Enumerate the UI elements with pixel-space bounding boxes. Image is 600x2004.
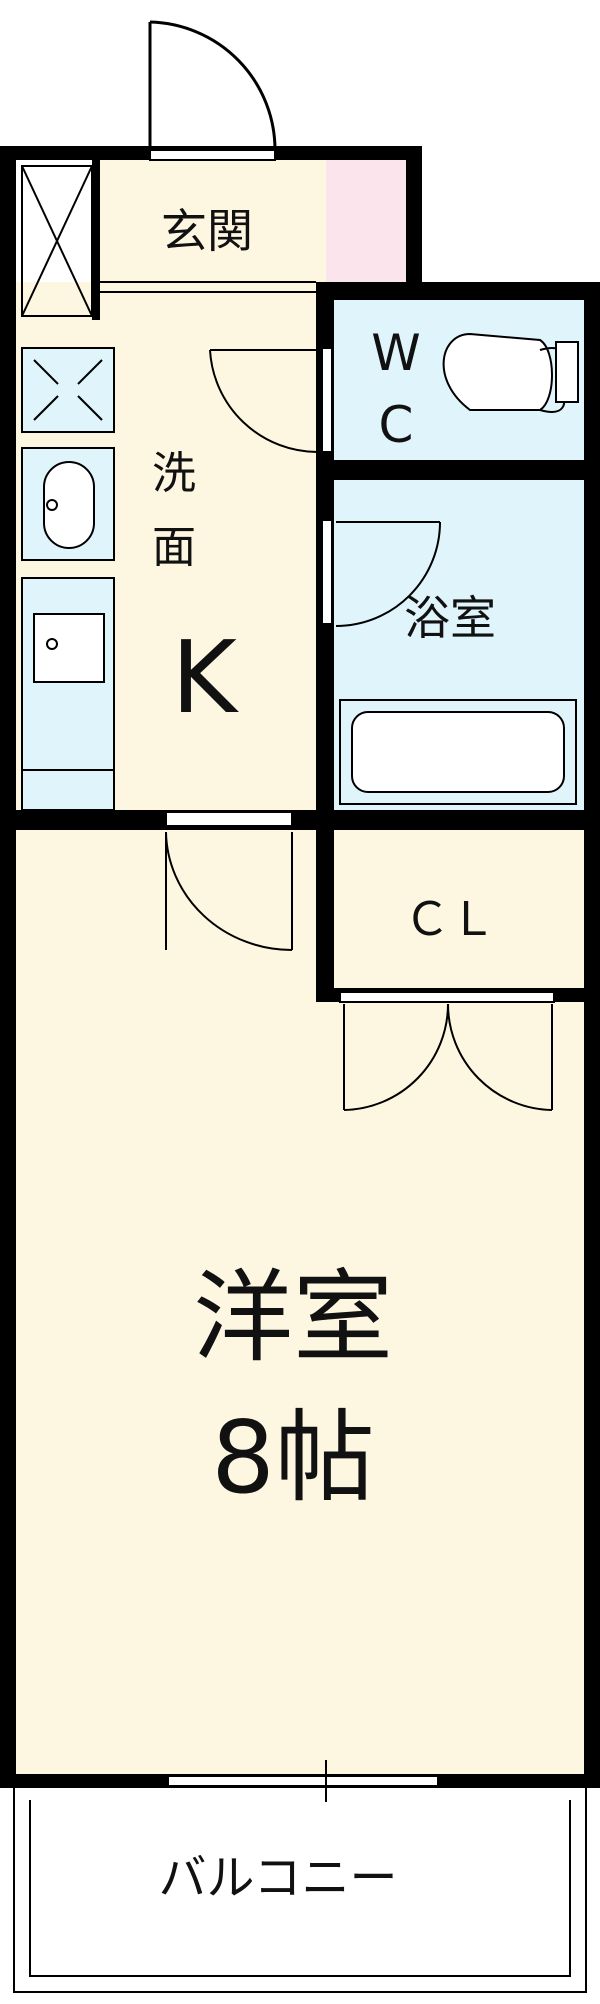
bathtub-inner-icon — [351, 711, 565, 793]
western-room-label: 洋室 — [193, 1259, 393, 1376]
wc-door — [209, 347, 333, 454]
washroom-label-1: 洗 — [152, 448, 196, 499]
kitchen-sink-drain-icon — [46, 638, 58, 650]
balcony-window — [167, 1760, 439, 1802]
balcony — [13, 1788, 587, 1993]
wc-label-w: W — [371, 324, 420, 382]
cabinet-right-wall — [92, 160, 100, 320]
toilet-icon — [442, 332, 579, 413]
entrance-floor — [100, 160, 326, 282]
bath-label: 浴室 — [404, 591, 496, 645]
wash-basin-icon — [43, 461, 95, 549]
washing-machine-cross-icon — [33, 359, 103, 421]
walls — [0, 146, 600, 1788]
western-room-floor-top — [16, 830, 334, 990]
western-room-size-label: 8帖 — [211, 1399, 375, 1516]
washroom-label-2: 面 — [152, 522, 196, 573]
entrance-door — [148, 20, 277, 161]
shoebox-area — [326, 160, 406, 282]
wc-label-c: C — [379, 396, 414, 454]
entrance-label: 玄関 — [161, 204, 253, 258]
wash-basin-drain-icon — [46, 499, 58, 511]
room-door — [165, 811, 293, 951]
kitchen-label: K — [171, 619, 239, 736]
bath-door — [321, 519, 441, 627]
kitchen-sink-icon — [33, 613, 105, 683]
kitchen-counter — [21, 577, 115, 811]
closet-doors — [339, 991, 555, 1111]
balcony-label: バルコニー — [158, 1850, 397, 1906]
closet-label: ＣＬ — [404, 892, 496, 946]
